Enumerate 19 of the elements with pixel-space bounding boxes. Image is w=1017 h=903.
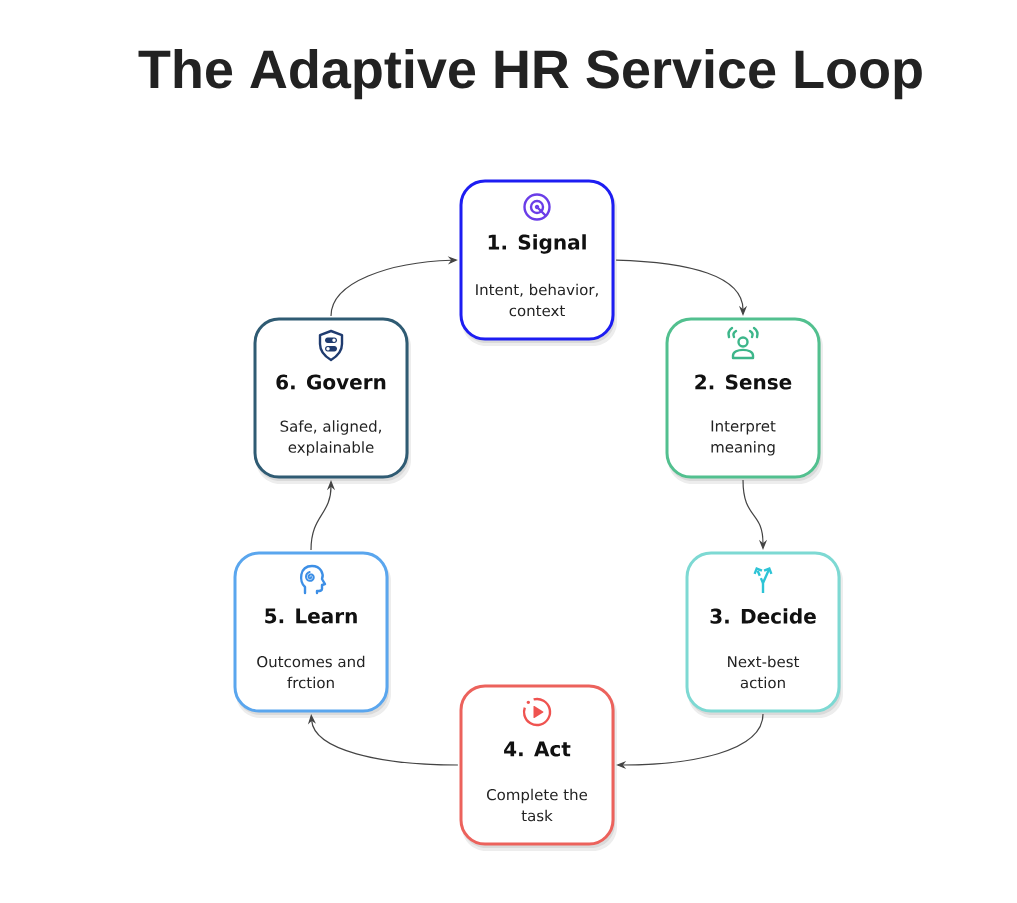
process-box [685, 551, 843, 718]
step-description: Safe, aligned, explainable [280, 420, 381, 456]
step-title: 4. Act [504, 741, 571, 757]
step-title: 5. Learn [265, 608, 357, 624]
title: The Adaptive HR Service Loop [138, 48, 922, 100]
step-description: Intent, behavior, context [476, 283, 598, 317]
step-description: Complete the task [487, 788, 588, 822]
step-title: 2. Sense [695, 374, 792, 390]
process-box [459, 179, 617, 346]
process-box [665, 317, 823, 484]
step-description: Next-best action [728, 655, 800, 689]
step-title: 1. Signal [488, 234, 586, 254]
step-title: 6. Govern [276, 374, 386, 390]
step-title: 3. Decide [710, 608, 816, 624]
process-box [233, 551, 391, 718]
process-box [459, 684, 617, 851]
process-box [253, 317, 411, 484]
step-description: Interpret meaning [711, 420, 776, 456]
step-description: Outcomes and frction [257, 655, 365, 689]
